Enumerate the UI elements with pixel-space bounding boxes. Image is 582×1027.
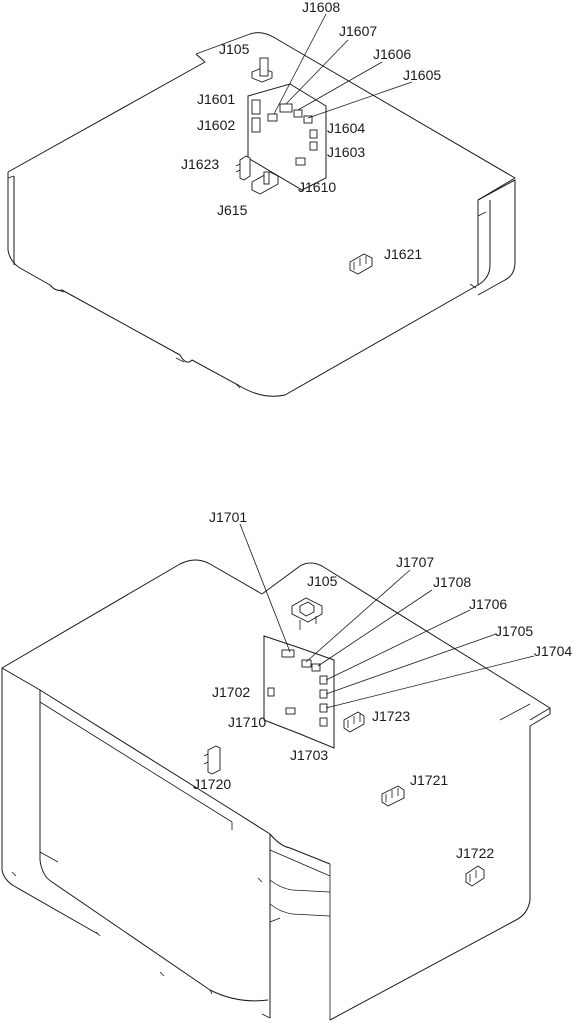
connector-j1701 — [281, 649, 295, 658]
connector-j1708 — [311, 663, 321, 672]
bottom-pcb-board — [263, 635, 335, 749]
connector-j1603 — [309, 141, 318, 151]
connector-j1601 — [251, 99, 261, 115]
label-j1701: J1701 — [209, 509, 247, 525]
label-j615: J615 — [217, 202, 248, 218]
connector-j105-top — [251, 57, 273, 83]
connector-j1706 — [319, 675, 328, 685]
label-j1604: J1604 — [327, 120, 365, 136]
connector-j1720 — [203, 745, 221, 775]
connector-j105-bottom — [291, 597, 323, 630]
label-j1723: J1723 — [372, 708, 410, 724]
label-j1703: J1703 — [290, 747, 328, 763]
top-view: J1608 J1607 J105 J1606 J1605 J1601 J1602… — [7, 0, 516, 397]
connector-j1721 — [381, 785, 405, 807]
label-j1702: J1702 — [212, 684, 250, 700]
connector-j1604 — [309, 129, 318, 139]
label-j1601: J1601 — [197, 91, 235, 107]
connector-j1607 — [279, 103, 293, 113]
label-j1722: J1722 — [456, 845, 494, 861]
bottom-unit-outline — [1, 559, 551, 1021]
label-j1720: J1720 — [193, 776, 231, 792]
label-j1623: J1623 — [181, 156, 219, 172]
connector-j1623 — [235, 155, 251, 181]
connector-j1723 — [343, 711, 365, 733]
label-j105-bottom: J105 — [307, 573, 338, 589]
connector-top-pcb-extra — [295, 157, 306, 166]
connector-j1703 — [319, 717, 328, 727]
bottom-view: J1701 J1707 J105 J1708 J1706 J1705 J1704… — [1, 509, 572, 1021]
label-j1721: J1721 — [410, 772, 448, 788]
label-j1607: J1607 — [339, 23, 377, 39]
label-j1608: J1608 — [302, 0, 340, 15]
label-j1706: J1706 — [469, 596, 507, 612]
connector-j1705 — [319, 689, 328, 699]
connector-j1606 — [293, 109, 303, 118]
top-unit-outline — [7, 32, 516, 397]
connector-j1704 — [319, 703, 328, 713]
label-j1704: J1704 — [534, 643, 572, 659]
connector-j1602 — [251, 117, 261, 133]
label-j1610: J1610 — [298, 179, 336, 195]
label-j1605: J1605 — [403, 67, 441, 83]
connector-j1707 — [301, 659, 312, 668]
connector-j1722 — [465, 865, 485, 887]
label-j1707: J1707 — [396, 554, 434, 570]
connector-j1605 — [303, 115, 313, 124]
label-j1710: J1710 — [228, 714, 266, 730]
top-leader-lines — [273, 13, 413, 119]
label-j105-top: J105 — [219, 41, 250, 57]
connector-j1710 — [285, 707, 296, 715]
label-j1606: J1606 — [373, 46, 411, 62]
label-j1603: J1603 — [327, 144, 365, 160]
label-j1708: J1708 — [433, 574, 471, 590]
connector-j1608 — [267, 113, 278, 122]
label-j1621: J1621 — [384, 246, 422, 262]
bottom-leader-lines — [239, 523, 535, 709]
connector-j1702 — [267, 687, 275, 697]
label-j1705: J1705 — [495, 623, 533, 639]
connector-j615-j1610 — [251, 171, 279, 195]
label-j1602: J1602 — [197, 117, 235, 133]
top-pcb-board — [247, 83, 327, 191]
connector-j1621 — [349, 253, 373, 275]
